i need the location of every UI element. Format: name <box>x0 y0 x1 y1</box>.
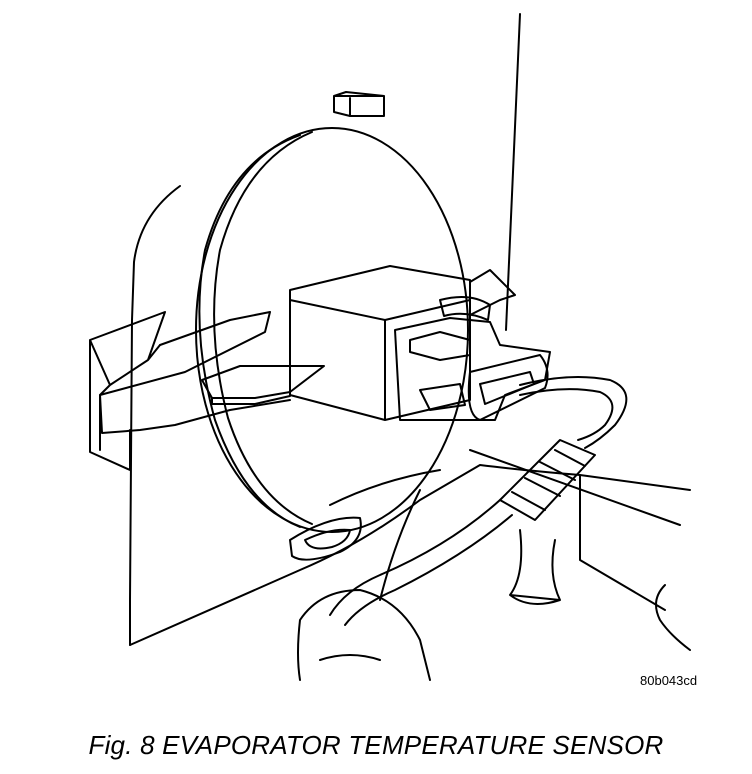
evaporator-sensor-illustration <box>89 13 691 681</box>
sensor-block <box>289 265 471 421</box>
wire-loop <box>519 375 628 449</box>
braided-harness <box>499 439 596 521</box>
evaporator-disc-rim-inner <box>213 131 313 525</box>
right-clip <box>469 269 516 316</box>
evaporator-disc-rim <box>198 134 301 528</box>
evaporator-disc <box>195 127 469 533</box>
figure-caption: Fig. 8 EVAPORATOR TEMPERATURE SENSOR <box>88 730 664 760</box>
lower-cable-bundle <box>297 589 431 681</box>
housing-wall <box>129 185 181 646</box>
left-arm <box>99 311 291 434</box>
connector-latch <box>409 331 471 411</box>
harness-wires <box>329 499 513 626</box>
left-bracket <box>89 311 166 471</box>
image-code: 80b043cd <box>640 673 698 688</box>
lower-housing-edge <box>469 449 691 651</box>
connector-body <box>394 317 551 421</box>
wire-loop-inner <box>519 388 614 441</box>
lower-shading <box>329 469 441 601</box>
connector-lock <box>439 295 491 321</box>
lower-housing <box>129 464 691 646</box>
connector-ring <box>467 354 549 421</box>
grommet <box>289 516 362 561</box>
drain-tube <box>509 529 561 605</box>
disc-top-tab <box>333 91 385 117</box>
bracket-line <box>505 13 521 331</box>
